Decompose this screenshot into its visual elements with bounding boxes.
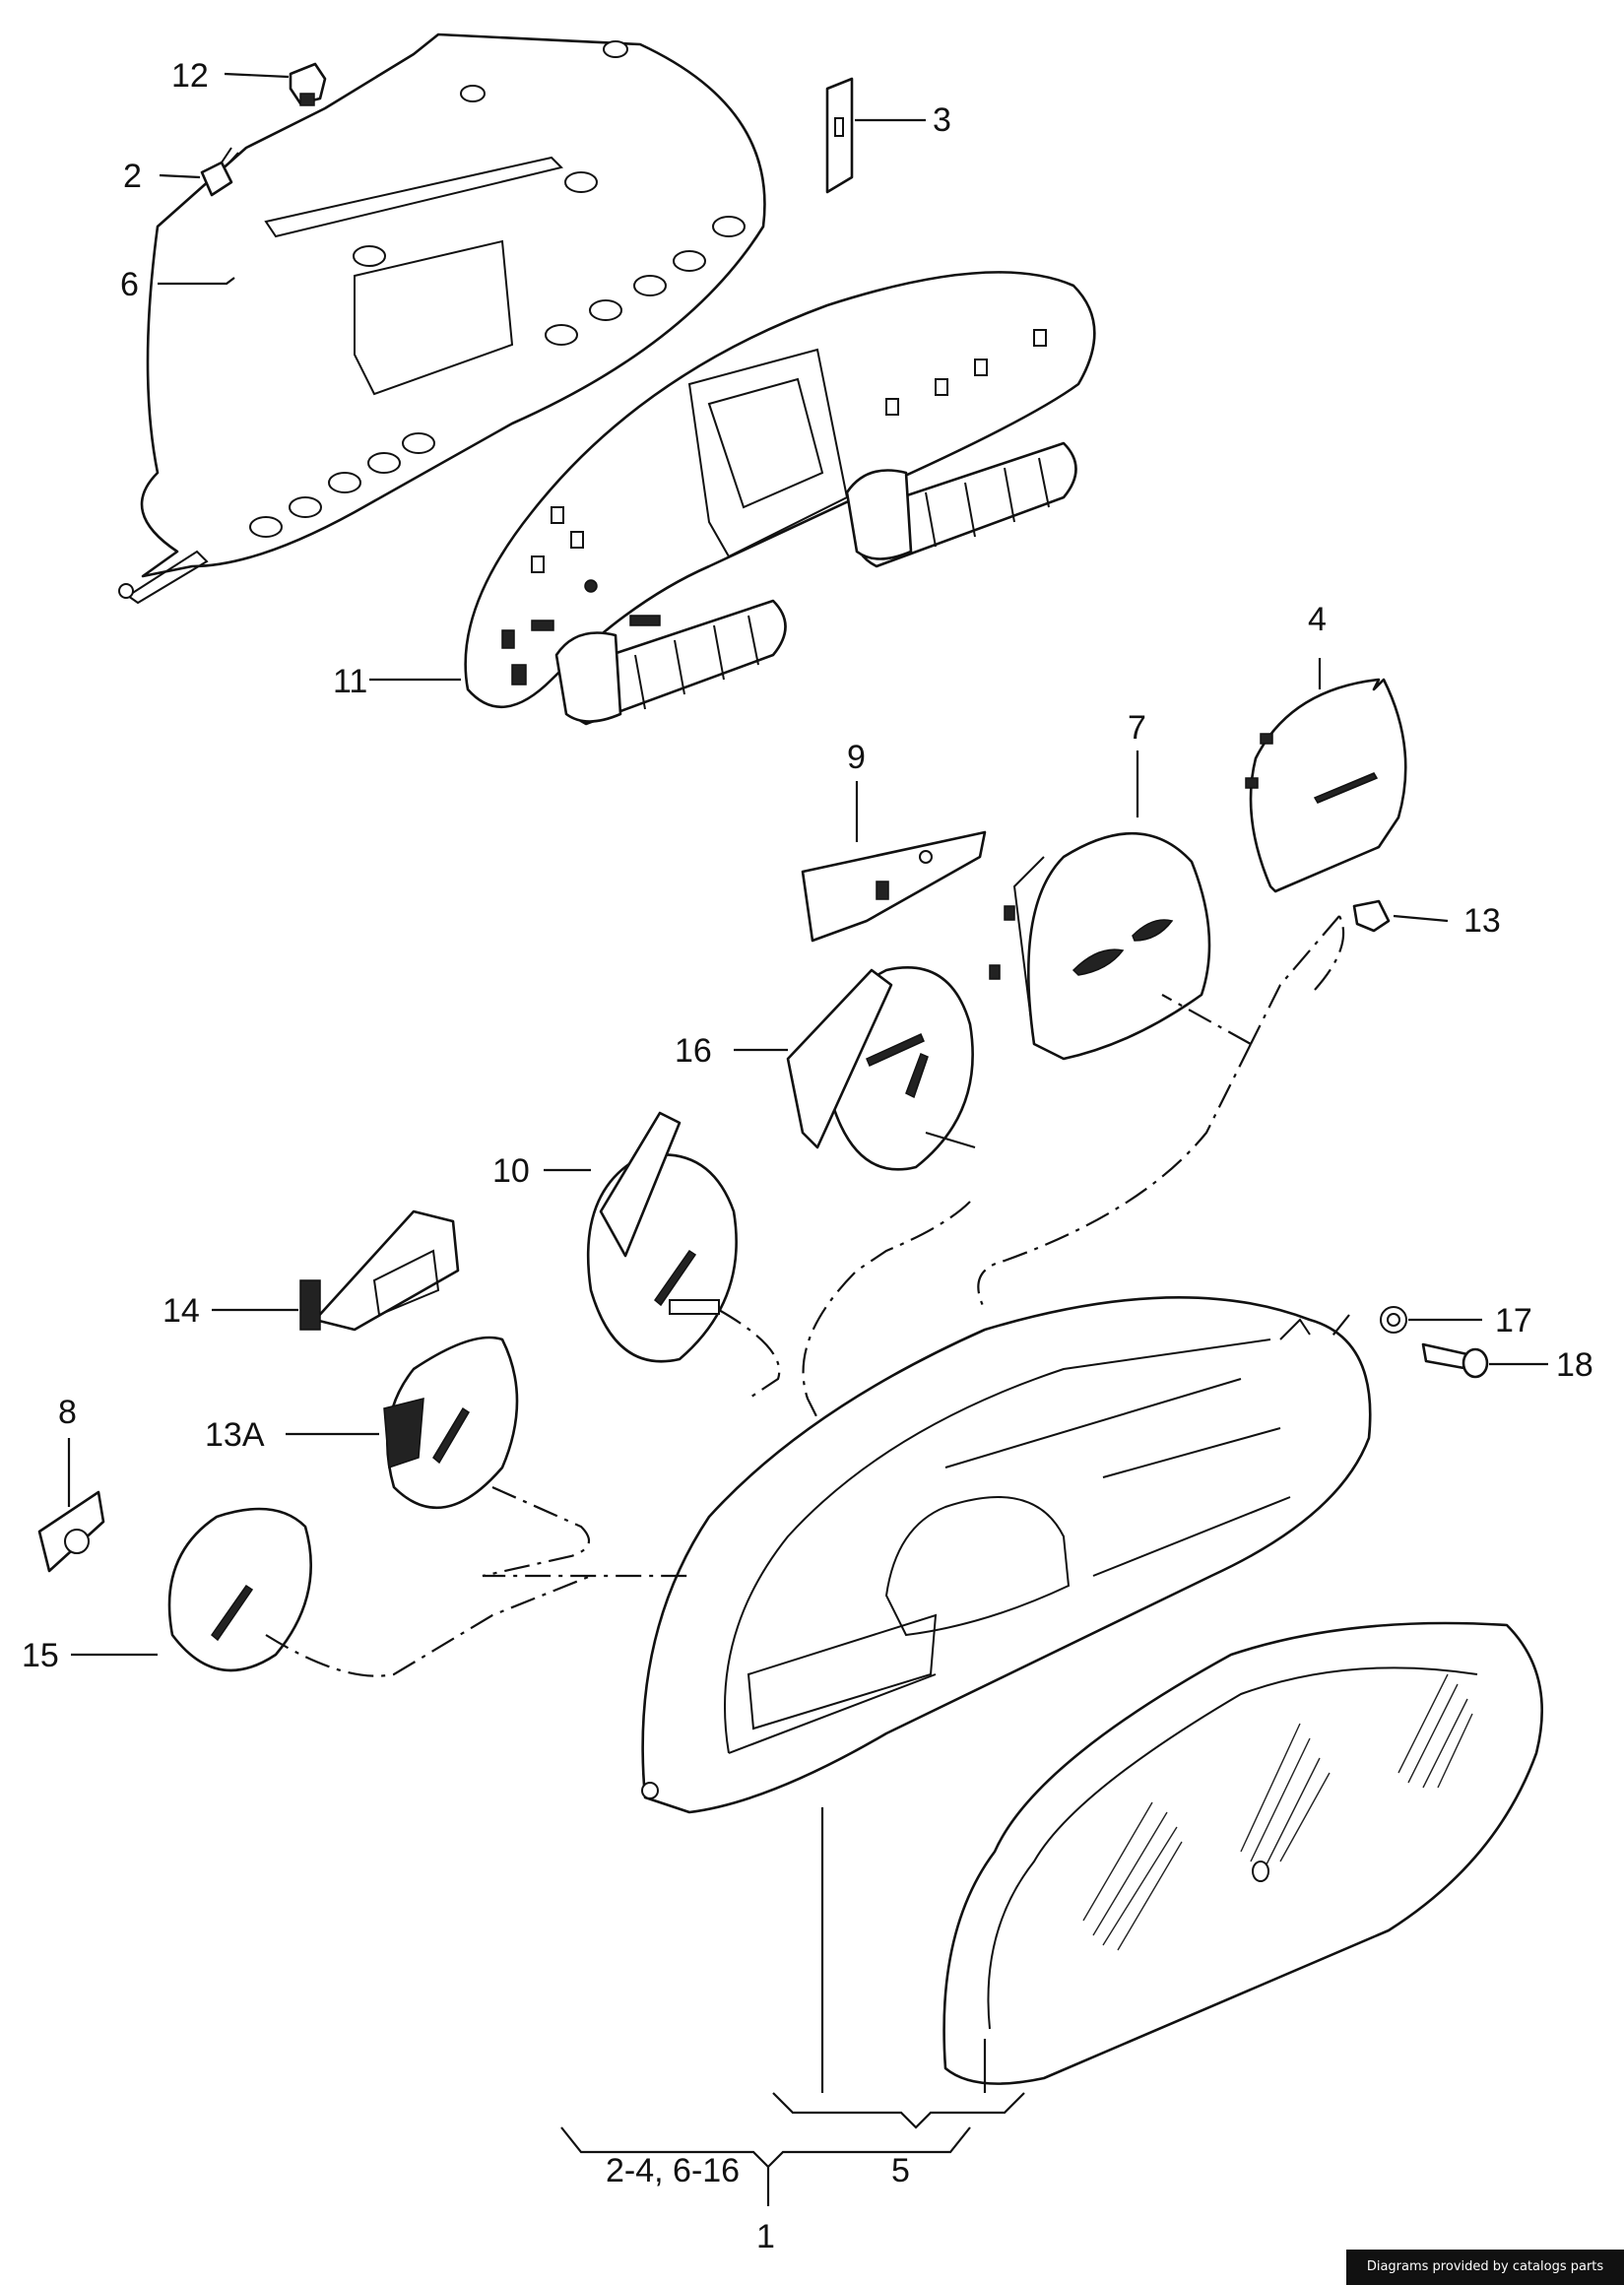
- part-17-washer: [1380, 1306, 1407, 1334]
- callout-4: 4: [1308, 601, 1327, 638]
- part-11-circuit-board: [464, 271, 1096, 726]
- part-18-screw: [1421, 1342, 1489, 1379]
- part-5-cover-glass: [942, 1621, 1543, 2085]
- callout-11: 11: [333, 663, 367, 700]
- callout-16: 16: [675, 1032, 712, 1070]
- credit-banner: Diagrams provided by catalogs parts: [1346, 2250, 1624, 2285]
- callout-18: 18: [1556, 1346, 1593, 1384]
- callout-5: 5: [891, 2152, 910, 2189]
- part-1-housing: [641, 1296, 1372, 1814]
- film-cutouts: [249, 40, 746, 538]
- board-components: [501, 329, 1047, 686]
- part-13-clip: [1352, 899, 1391, 933]
- part-8-sensor: [37, 1490, 105, 1573]
- connector-left: [554, 599, 787, 726]
- part-16-gauge: [786, 966, 976, 1171]
- callout-17: 17: [1495, 1302, 1532, 1339]
- part-12-bulb-holder: [289, 62, 327, 106]
- part-13a-gauge: [383, 1336, 519, 1510]
- callout-8: 8: [58, 1394, 77, 1431]
- callout-1: 1: [756, 2218, 775, 2255]
- part-3-bracket: [825, 77, 854, 194]
- part-15-gauge: [167, 1507, 312, 1672]
- callout-group-2-4-6-16: 2-4, 6-16: [606, 2152, 740, 2189]
- callout-12: 12: [171, 57, 209, 95]
- callout-10: 10: [492, 1152, 530, 1190]
- callout-15: 15: [22, 1637, 59, 1674]
- connector-right: [845, 441, 1077, 568]
- callout-7: 7: [1128, 709, 1146, 747]
- part-10-gauge: [586, 1111, 738, 1363]
- callout-labels: 12 2 3 6 11 4 9 7 13 16 10 14 17 18 8 13…: [22, 57, 1593, 2255]
- callout-2: 2: [123, 158, 142, 195]
- callout-3: 3: [933, 101, 951, 139]
- glass-hatching: [1082, 1673, 1473, 1951]
- callout-9: 9: [847, 739, 866, 776]
- part-7-tachometer: [989, 831, 1211, 1061]
- callout-13a: 13A: [205, 1416, 265, 1454]
- callout-6: 6: [120, 266, 139, 303]
- assembly-lines: [265, 915, 1350, 1677]
- part-2-bulb: [200, 147, 239, 197]
- part-9-plate: [801, 830, 987, 943]
- callout-14: 14: [162, 1292, 200, 1330]
- part-4-gauge: [1245, 678, 1407, 893]
- part-6-circuit-film: [118, 33, 766, 605]
- leader-lines: [67, 72, 1548, 2206]
- callout-13: 13: [1463, 902, 1501, 940]
- part-14-housing: [299, 1209, 460, 1332]
